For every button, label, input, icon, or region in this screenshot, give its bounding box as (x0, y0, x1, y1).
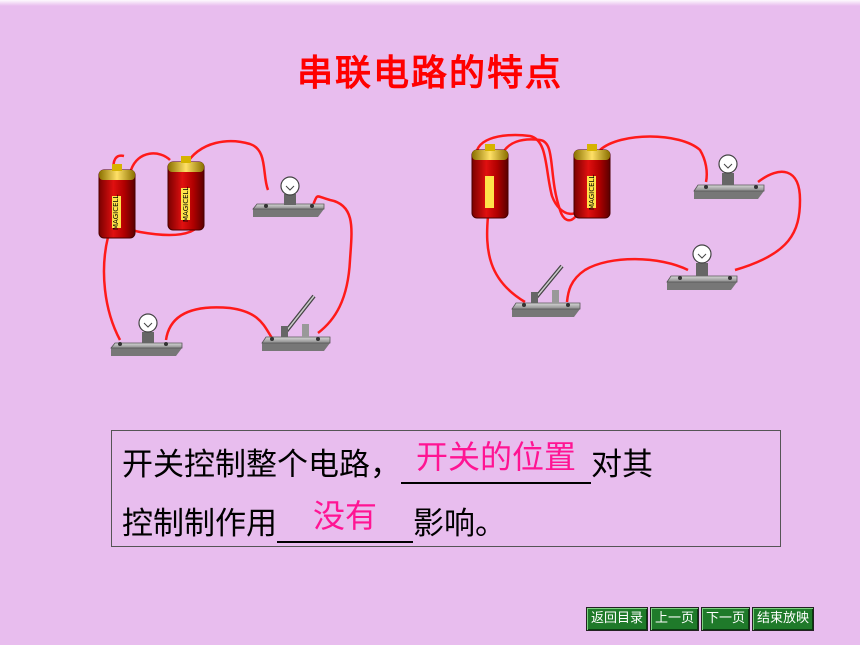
text-line-1: 开关控制整个电路， 开关的位置对其 (122, 438, 653, 484)
page-title: 串联电路的特点 (296, 53, 563, 94)
battery-3 (471, 144, 509, 219)
switch-right (511, 264, 581, 317)
top-strip (0, 0, 860, 6)
bulb-left-top (252, 176, 325, 217)
answer-2: 没有 (312, 497, 377, 535)
next-page-button[interactable]: 下一页 (701, 607, 751, 631)
blank-1: 开关的位置 (401, 438, 591, 484)
line1-suffix: 对其 (591, 447, 653, 483)
right-wires (475, 133, 802, 304)
prev-page-button[interactable]: 上一页 (650, 607, 700, 631)
bulb-left-bottom (110, 313, 183, 356)
text-line-2: 控制制作用没有影响。 (122, 497, 506, 543)
nav-bar: 返回目录 上一页 下一页 结束放映 (586, 607, 815, 631)
back-to-contents-button[interactable]: 返回目录 (586, 607, 649, 631)
bulb-right-top (693, 154, 765, 199)
end-show-button[interactable]: 结束放映 (752, 607, 815, 631)
battery-4: MAGICELL (573, 144, 611, 219)
right-circuit: MAGICELL (471, 133, 802, 317)
battery-2-label: MAGICELL (182, 187, 190, 222)
battery-1-label: MAGICELL (112, 195, 120, 230)
battery-1: MAGICELL (98, 164, 136, 239)
left-wires (102, 140, 353, 341)
summary-textbox: 开关控制整个电路， 开关的位置对其 控制制作用没有影响。 (111, 430, 781, 547)
circuit-diagrams: MAGICELL MAGICELL (98, 133, 802, 356)
left-circuit: MAGICELL MAGICELL (98, 140, 353, 356)
switch-left (261, 294, 331, 351)
battery-4-label: MAGICELL (588, 175, 596, 210)
line1-prefix: 开关控制整个电路， (122, 447, 401, 483)
blank-2: 没有 (277, 497, 413, 543)
line2-suffix: 影响。 (413, 506, 506, 542)
battery-2: MAGICELL (167, 156, 205, 231)
line2-prefix: 控制制作用 (122, 506, 277, 542)
answer-1: 开关的位置 (415, 438, 576, 476)
bulb-right-bottom (666, 244, 738, 290)
